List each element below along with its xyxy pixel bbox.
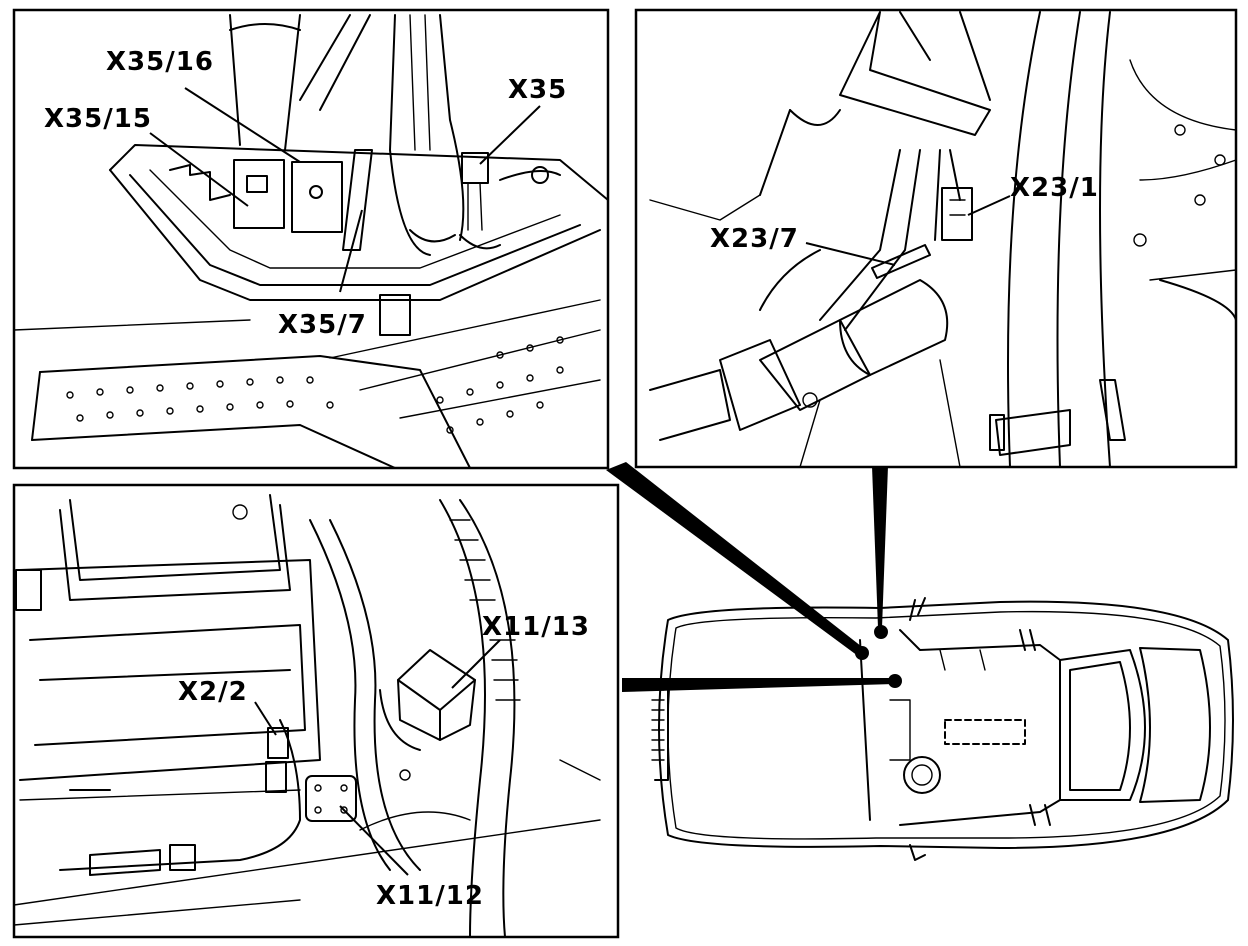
panel-x11-detail: X11/13 X2/2 X11/12 [12,483,620,939]
panel-x11-leaders [254,639,501,876]
label-x35-15: X35/15 [44,104,152,134]
panel-frame [12,8,610,470]
panel-x35-leaders [149,87,541,293]
panel-x23-drawing [649,11,1237,468]
label-x2-2: X2/2 [178,677,248,707]
label-x35-7: X35/7 [278,310,367,340]
panel-frame [12,483,620,939]
label-x11-12: X11/12 [376,881,484,911]
label-x23-1: X23/1 [1010,173,1099,203]
label-x35: X35 [508,75,567,105]
car-top-view [651,597,1234,861]
panel-x35-detail: X35/16 X35/15 X35 X35/7 [12,8,610,470]
location-dot-x35 [855,646,869,660]
wedge-to-top-right-panel [872,466,888,628]
wedge-to-top-left-panel [606,462,866,656]
label-x23-7: X23/7 [710,224,799,254]
location-dot-x11 [888,674,902,688]
panel-x23-leaders [805,195,1011,266]
label-x11-13: X11/13 [482,612,590,642]
panel-x35-drawing [13,14,609,469]
panel-x23-detail: X23/1 X23/7 [634,8,1238,469]
wedge-to-bottom-left-panel [622,678,895,692]
location-dot-x23 [874,625,888,639]
label-x35-16: X35/16 [106,47,214,77]
panel-x11-drawing [13,494,601,938]
pointer-wedges [606,462,895,692]
